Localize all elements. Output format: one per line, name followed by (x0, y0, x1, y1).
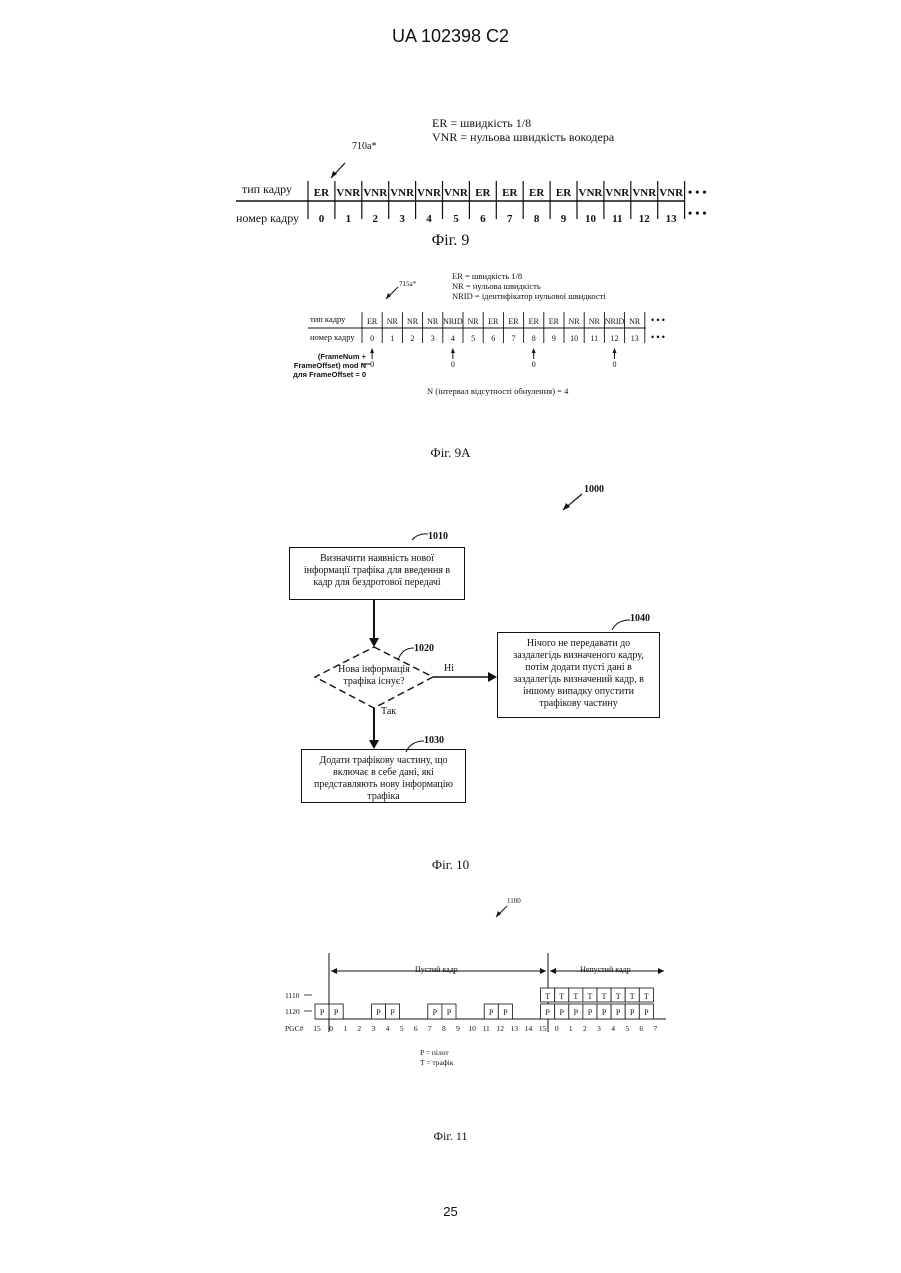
fig11-ref-arrowhead (496, 911, 501, 917)
traffic-slot-label: T (573, 992, 578, 1001)
pilot-slot-label: P (320, 1008, 325, 1017)
empty-frame-arrow-left (331, 968, 337, 974)
pgc-number: 5 (400, 1024, 404, 1033)
traffic-slot-label: T (630, 992, 635, 1001)
pgc-number: 0 (555, 1024, 559, 1033)
pgc-number: 2 (357, 1024, 361, 1033)
pilot-slot-label: P (447, 1008, 452, 1017)
pgc-number: 14 (525, 1024, 533, 1033)
pilot-slot-label: P (588, 1008, 593, 1017)
pgc-number: 5 (625, 1024, 629, 1033)
pgc-number: 4 (611, 1024, 615, 1033)
pgc-number: 12 (497, 1024, 505, 1033)
pgc-number: 3 (372, 1024, 376, 1033)
pilot-slot-label: P (644, 1008, 649, 1017)
traffic-slot-label: T (644, 992, 649, 1001)
pgc-number: 2 (583, 1024, 587, 1033)
pgc-number: 3 (597, 1024, 601, 1033)
traffic-slot-label: T (588, 992, 593, 1001)
pilot-slot-label: P (376, 1008, 381, 1017)
pgc-number: 4 (386, 1024, 390, 1033)
pilot-slot-label: P (433, 1008, 438, 1017)
pilot-slot-label: P (489, 1008, 494, 1017)
empty-frame-arrow-right (540, 968, 546, 974)
pilot-slot-label: P (630, 1008, 635, 1017)
pgc-number: 7 (428, 1024, 432, 1033)
pilot-slot-label: P (545, 1008, 550, 1017)
pgc-number: 1 (569, 1024, 573, 1033)
pilot-slot-label: P (334, 1008, 339, 1017)
pgc-number: 7 (654, 1024, 658, 1033)
pilot-slot-label: P (560, 1008, 565, 1017)
pilot-slot-label: P (616, 1008, 621, 1017)
pgc-number: 13 (511, 1024, 519, 1033)
fig11-caption: Фіг. 11 (0, 1129, 901, 1144)
nonempty-frame-arrow-left (550, 968, 556, 974)
pilot-slot-label: P (503, 1008, 508, 1017)
pgc-number: 1 (343, 1024, 347, 1033)
pilot-slot-label: P (574, 1008, 579, 1017)
page-number: 25 (0, 1204, 901, 1219)
pgc-number: 15 (313, 1024, 321, 1033)
pgc-number: 6 (414, 1024, 418, 1033)
traffic-slot-label: T (545, 992, 550, 1001)
pgc-number: 6 (639, 1024, 643, 1033)
pgc-number: 11 (483, 1024, 490, 1033)
traffic-slot-label: T (559, 992, 564, 1001)
pgc-number: 9 (456, 1024, 460, 1033)
pgc-number: 0 (329, 1024, 333, 1033)
traffic-slot-label: T (602, 992, 607, 1001)
pilot-slot-label: P (602, 1008, 607, 1017)
pilot-slot-label: P (390, 1008, 395, 1017)
pgc-number: 8 (442, 1024, 446, 1033)
traffic-slot-label: T (616, 992, 621, 1001)
pgc-number: 15 (539, 1024, 547, 1033)
nonempty-frame-arrow-right (658, 968, 664, 974)
pgc-number: 10 (468, 1024, 476, 1033)
